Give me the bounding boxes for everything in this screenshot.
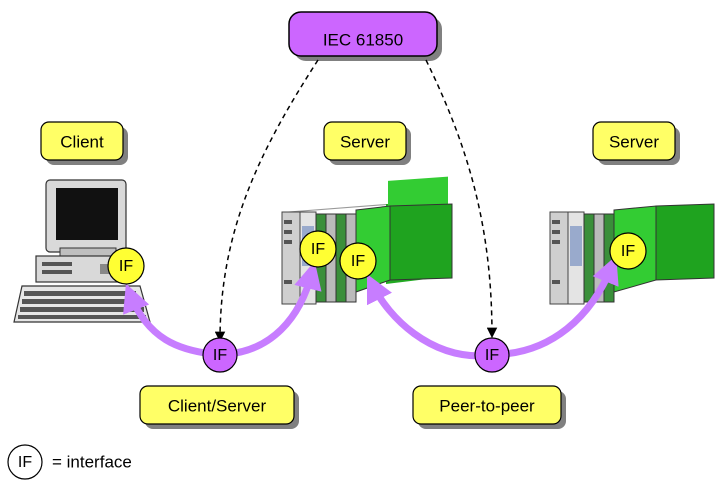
legend-interface-symbol (7, 444, 43, 480)
legend-text: = interface (52, 452, 132, 471)
server1-interface-badge-b: IF (339, 242, 377, 280)
p2p-connector-label: IF (485, 347, 499, 364)
server2-interface-badge: IF (609, 232, 647, 270)
client-server-label: Client/Server (168, 396, 267, 415)
client-label: Client (60, 132, 104, 151)
server2-label: Server (609, 132, 659, 151)
peer-to-peer-label-box: Peer-to-peer (412, 385, 566, 429)
legend-symbol-label: IF (18, 454, 32, 471)
client-interface-badge: IF (107, 247, 145, 285)
server1-if-b-label: IF (351, 253, 365, 270)
iec61850-box: IEC 61850 (288, 11, 442, 61)
client-server-connector: IF (202, 337, 238, 373)
server1-interface-badge-a: IF (299, 230, 337, 268)
server1-label-box: Server (323, 121, 411, 165)
peer-link-right (503, 255, 619, 358)
cs-connector-label: IF (213, 347, 227, 364)
server1-label: Server (340, 132, 390, 151)
server2-label-box: Server (592, 121, 680, 165)
client-if-label: IF (119, 258, 133, 275)
client-label-box: Client (40, 121, 128, 165)
iec61850-label: IEC 61850 (323, 30, 403, 49)
peer-to-peer-connector: IF (474, 337, 510, 373)
standard-arrow-left (214, 59, 319, 343)
server2-if-label: IF (621, 243, 635, 260)
peer-link-left (366, 273, 481, 360)
client-server-label-box: Client/Server (139, 385, 299, 429)
legend: IF = interface (7, 444, 132, 480)
client-server-link-left (123, 283, 213, 358)
client-server-link-right (227, 261, 322, 358)
peer-to-peer-label: Peer-to-peer (439, 396, 535, 415)
server1-if-a-label: IF (311, 241, 325, 258)
standard-arrow-right (425, 59, 498, 339)
